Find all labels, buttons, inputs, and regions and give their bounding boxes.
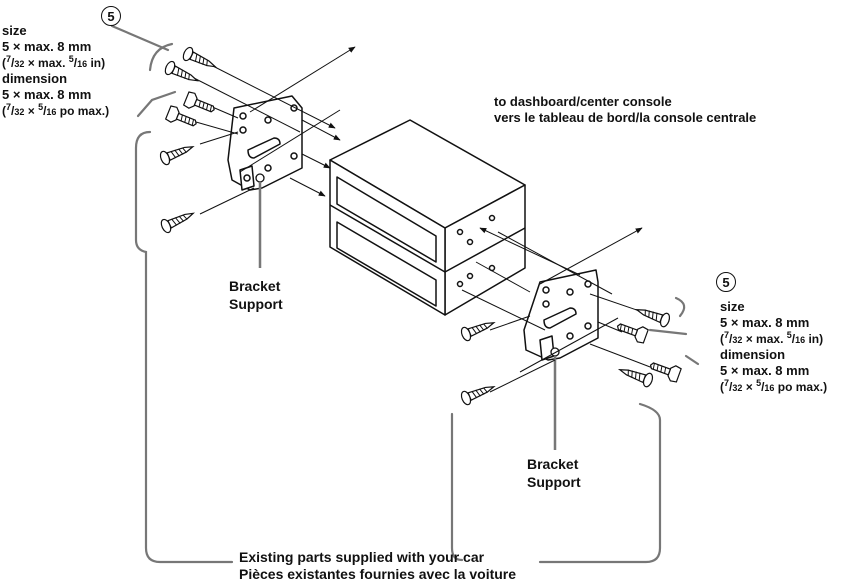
bracket-label-left: Bracket Support: [229, 278, 283, 312]
spec-right: size 5 × max. 8 mm (7/32 × max. 5/16 in)…: [720, 299, 827, 395]
size-imperial: (7/32 × max. 5/16 in): [720, 330, 824, 347]
radio-unit: [329, 119, 526, 316]
dashboard-label-fr: vers le tableau de bord/la console centr…: [494, 110, 757, 125]
left-bracket: [227, 95, 303, 191]
dashboard-label: to dashboard/center console vers le tabl…: [494, 94, 756, 126]
dimension-imperial: (7/32 × 5/16 po max.): [720, 378, 828, 395]
arrow-lines: [189, 46, 661, 393]
dimension-value: 5 × max. 8 mm: [2, 87, 92, 102]
spec-left: size 5 × max. 8 mm (7/32 × max. 5/16 in)…: [2, 23, 109, 119]
screw-left-top: [180, 45, 219, 74]
screw-left-4: [158, 206, 197, 235]
size-value: 5 × max. 8 mm: [2, 39, 92, 54]
callout-marker-left: 5: [101, 6, 121, 26]
dashboard-label-en: to dashboard/center console: [494, 94, 672, 109]
existing-parts-en: Existing parts supplied with your car: [239, 549, 485, 565]
screw-left-3: [158, 139, 197, 167]
bracket-label-right: Bracket Support: [527, 456, 581, 490]
size-value: 5 × max. 8 mm: [720, 315, 810, 330]
bolt-left-2: [164, 104, 200, 132]
dimension-imperial: (7/32 × 5/16 po max.): [2, 102, 110, 119]
size-label: size: [720, 299, 745, 314]
dimension-value: 5 × max. 8 mm: [720, 363, 810, 378]
screw-right-4: [459, 379, 498, 407]
size-label: size: [2, 23, 27, 38]
existing-parts-label: Existing parts supplied with your car Pi…: [239, 549, 516, 583]
dimension-label: dimension: [2, 71, 68, 86]
callout-marker-right: 5: [716, 272, 736, 292]
screw-right-3: [459, 315, 498, 343]
brace-lines: [110, 24, 700, 564]
bolt-left-1: [182, 90, 218, 118]
right-bracket: [523, 269, 599, 361]
size-imperial: (7/32 × max. 5/16 in): [2, 54, 106, 71]
screw-left-2: [162, 59, 201, 88]
existing-parts-fr: Pièces existantes fournies avec la voitu…: [239, 566, 517, 582]
screw-right-1: [633, 302, 672, 329]
dimension-label: dimension: [720, 347, 786, 362]
